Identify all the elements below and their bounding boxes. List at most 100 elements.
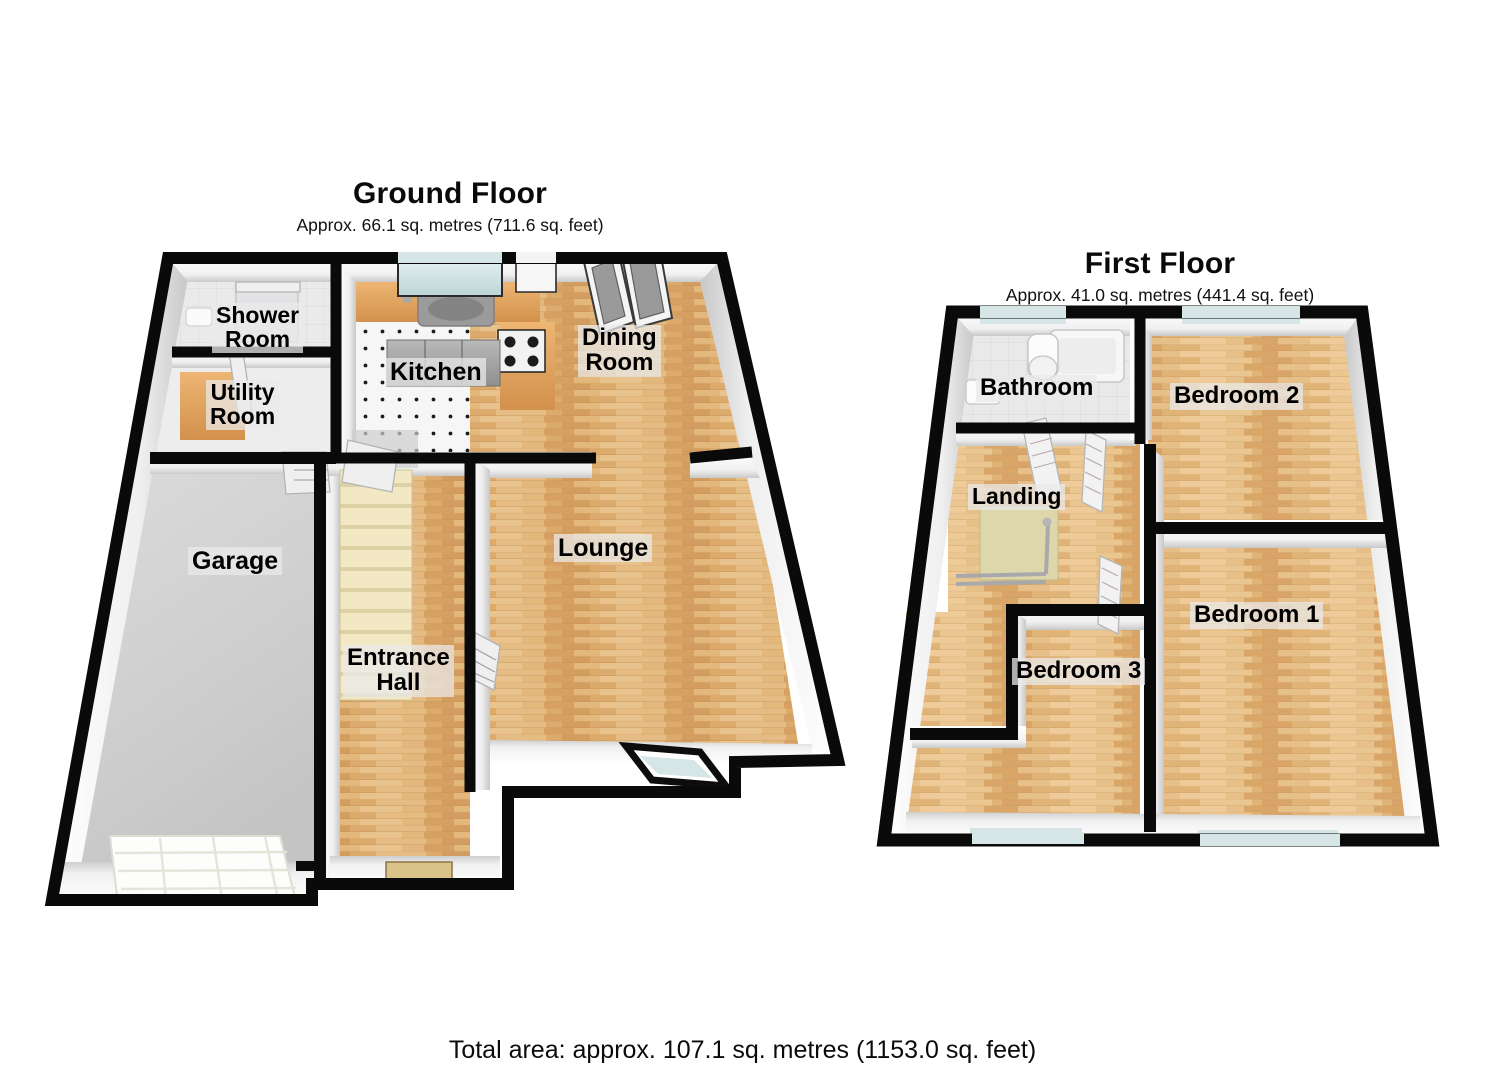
wash-basin xyxy=(965,379,1001,405)
wall-face-hall-lounge xyxy=(466,452,490,790)
kitchen-hob-burners xyxy=(504,336,539,367)
wall-face-garage-bottom xyxy=(62,862,322,900)
banister xyxy=(955,523,1050,586)
wall-face-bed2-bed1 xyxy=(1140,520,1392,548)
entrance-hall-floor xyxy=(320,455,470,880)
first-exterior-wall xyxy=(876,305,1440,847)
kitchen-window xyxy=(397,258,503,297)
kitchen-unit-doors xyxy=(424,340,463,386)
wall-face-first-left xyxy=(884,312,974,840)
door-panel-lines xyxy=(294,459,497,683)
garage-door-handle xyxy=(196,896,218,900)
wall-face-garage-hall xyxy=(320,455,340,884)
bedroom-2-window xyxy=(1182,312,1300,324)
room-label-shower-room: Shower Room xyxy=(212,303,304,353)
first-wall-faces xyxy=(884,312,1432,840)
bedroom-3-window xyxy=(970,828,1082,840)
ground-floor-title: Ground Floor xyxy=(352,177,548,210)
bathroom-door xyxy=(1021,417,1063,501)
dining-french-doors xyxy=(582,258,674,336)
staircase-top-flight xyxy=(352,430,418,468)
wall-face-bath-bed2 xyxy=(1130,318,1152,440)
wall-face-first-top xyxy=(952,312,1362,336)
kitchen-tap xyxy=(402,293,412,303)
bedroom-1-door xyxy=(1097,555,1123,636)
first-fixtures xyxy=(955,312,1338,840)
shower-cubicle xyxy=(235,285,299,343)
staircase xyxy=(339,469,413,701)
internal-door-garage xyxy=(281,451,331,495)
ground-exterior-wall xyxy=(44,252,846,906)
ground-fixtures xyxy=(108,258,734,900)
utility-window xyxy=(515,258,557,293)
wall-face-bed3-step xyxy=(912,726,1026,748)
wall-lounge-niche xyxy=(689,446,753,464)
room-label-bathroom: Bathroom xyxy=(976,375,1098,402)
internal-door-shower xyxy=(235,281,301,293)
bedroom-1-floor xyxy=(1160,540,1420,832)
utility-counter xyxy=(180,372,245,440)
ground-floor-plan xyxy=(44,252,846,906)
first-floor-plan xyxy=(876,305,1440,847)
wall-face-hall-bottom xyxy=(330,856,500,884)
room-label-entrance-hall: Entrance Hall xyxy=(343,645,454,697)
bedroom-2-door xyxy=(1081,428,1107,514)
room-label-bedroom-3: Bedroom 3 xyxy=(1012,658,1146,685)
first-floor-title: First Floor xyxy=(1084,247,1236,280)
kitchen-sink-basin xyxy=(428,297,484,321)
ground-wall-outlines xyxy=(44,252,846,906)
first-floor-subtitle: Approx. 41.0 sq. metres (441.4 sq. feet) xyxy=(1005,284,1315,305)
kitchen-units xyxy=(386,339,501,387)
wall-face-top-exterior xyxy=(168,258,722,282)
ground-window-openings xyxy=(398,252,556,263)
wall-face-bath-landing xyxy=(956,424,1136,446)
shower-room-floor xyxy=(178,266,330,346)
kitchen-floor xyxy=(336,262,560,470)
room-label-dining-room: Dining Room xyxy=(578,325,661,377)
bathroom-window xyxy=(980,312,1066,324)
wall-face-landing-bed1 xyxy=(1140,440,1164,830)
wall-face-first-right xyxy=(1344,312,1432,840)
first-window-openings xyxy=(972,306,1340,846)
garage-door xyxy=(108,835,302,900)
bedroom-2-floor xyxy=(1148,322,1388,520)
wc-ground xyxy=(185,307,213,327)
garage-floor xyxy=(62,455,320,900)
wall-bed3 xyxy=(910,604,1150,740)
bath-inner xyxy=(1058,338,1116,374)
wall-face-lounge-divider xyxy=(466,452,592,478)
ground-floor-subtitle: Approx. 66.1 sq. metres (711.6 sq. feet) xyxy=(296,214,604,235)
bedroom-3-floor xyxy=(906,612,1148,832)
ground-floor-title-block: Ground Floor Approx. 66.1 sq. metres (71… xyxy=(240,178,660,234)
first-floor-surfaces xyxy=(906,318,1420,832)
wall-face-shower-divider xyxy=(172,348,336,368)
kitchen-hob xyxy=(497,329,546,373)
front-door xyxy=(385,861,453,885)
wall-face-left-exterior xyxy=(52,258,188,900)
bathroom-floor xyxy=(960,318,1130,428)
lounge-bay-window xyxy=(618,741,734,791)
lounge-dining-floor xyxy=(470,262,800,756)
room-label-kitchen: Kitchen xyxy=(386,358,486,386)
kitchen-counter-top xyxy=(356,282,540,322)
wall-face-kitchen-hall xyxy=(318,452,472,476)
kitchen-counter-right xyxy=(500,322,555,410)
room-label-bedroom-2: Bedroom 2 xyxy=(1170,383,1304,410)
landing-floor xyxy=(948,430,1140,612)
wc-bowl xyxy=(1028,355,1058,381)
internal-door-utility xyxy=(228,351,254,421)
wc-first xyxy=(1027,333,1059,379)
wall-face-utility-divider xyxy=(150,452,336,474)
bedroom-1-window xyxy=(1198,830,1338,840)
utility-room-floor xyxy=(150,262,336,455)
internal-door-lounge xyxy=(465,628,501,691)
room-label-bedroom-1: Bedroom 1 xyxy=(1190,602,1324,629)
total-area-text: Total area: approx. 107.1 sq. metres (11… xyxy=(448,1036,1037,1064)
wall-face-lounge-bottom xyxy=(490,740,812,764)
wall-face-first-bottom xyxy=(906,812,1420,840)
stairwell-opening xyxy=(979,505,1059,581)
wall-face-utility-kitchen xyxy=(336,262,356,460)
internal-doors xyxy=(228,281,501,691)
